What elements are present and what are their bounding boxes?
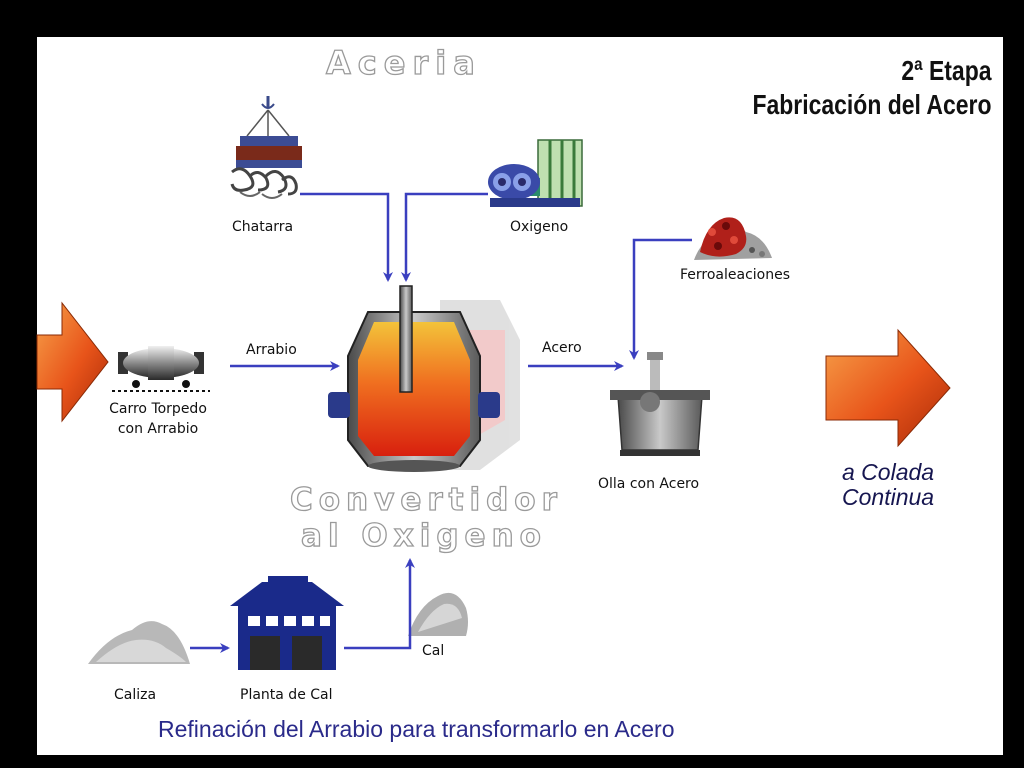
- converter-label: Convertidor al Oxigeno: [289, 481, 563, 554]
- carro-torpedo-icon: [112, 346, 210, 392]
- output-label-line1: a Colada: [842, 459, 935, 485]
- planta-de-cal-icon: [230, 576, 344, 670]
- converter-icon: [328, 285, 500, 472]
- ferroaleaciones-icon: [694, 217, 772, 260]
- label-acero: Acero: [542, 340, 582, 356]
- stage-number: 2ª Etapa: [900, 55, 991, 86]
- caliza-icon: [88, 621, 190, 664]
- flow-oxigeno-arrow: [401, 192, 488, 282]
- diagram-title: Aceria: [325, 43, 482, 82]
- chatarra-icon: [230, 96, 302, 199]
- output-label: a Colada Continua: [842, 460, 934, 510]
- flow-cal-arrow: [344, 558, 415, 650]
- label-cal: Cal: [422, 643, 445, 659]
- stage-name: Fabricación del Acero: [751, 89, 991, 120]
- output-label-line2: Continua: [842, 484, 935, 510]
- olla-icon: [610, 352, 710, 456]
- converter-label-line2: al Oxigeno: [300, 517, 547, 554]
- oxigeno-icon: [488, 139, 583, 207]
- cal-icon: [408, 592, 468, 636]
- flow-chatarra-arrow: [300, 192, 393, 282]
- label-carro-line1: Carro Torpedo: [109, 401, 207, 417]
- label-arrabio: Arrabio: [246, 342, 297, 358]
- label-caliza: Caliza: [114, 687, 157, 703]
- flow-ferroaleaciones-arrow: [629, 238, 692, 360]
- input-arrow: [36, 301, 109, 423]
- converter-label-line1: Convertidor: [289, 481, 563, 518]
- label-carro-torpedo: Carro Torpedo con Arrabio: [96, 399, 220, 439]
- label-chatarra: Chatarra: [232, 219, 294, 235]
- flow-arrows: [190, 192, 692, 653]
- label-oxigeno: Oxigeno: [510, 219, 569, 235]
- diagram-caption: Refinación del Arrabio para transformarl…: [158, 716, 675, 742]
- output-arrow: [825, 328, 951, 448]
- stage-heading: 2ª Etapa Fabricación del Acero: [752, 54, 991, 122]
- label-ferroaleaciones: Ferroaleaciones: [680, 267, 791, 283]
- label-olla: Olla con Acero: [598, 476, 700, 492]
- label-planta: Planta de Cal: [240, 687, 333, 703]
- label-carro-line2: con Arrabio: [117, 421, 199, 437]
